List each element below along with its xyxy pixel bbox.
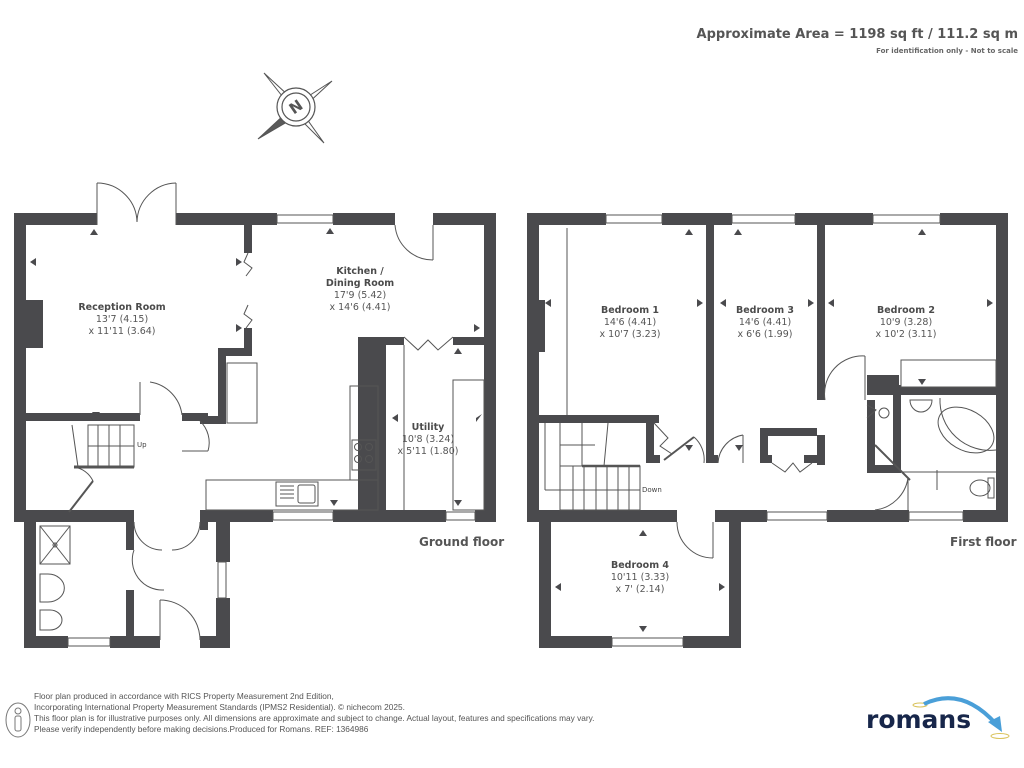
room-dimension-2: x 7' (2.14) — [615, 584, 665, 595]
room-label-kitchen-dining: Kitchen / Dining Room 17'9 (5.42) x 14'6… — [326, 266, 394, 314]
room-dimension-2: x 6'6 (1.99) — [737, 329, 793, 340]
disclaimer-line: Floor plan produced in accordance with R… — [34, 691, 334, 701]
disclaimer-line: This floor plan is for illustrative purp… — [34, 713, 595, 723]
room-name: Kitchen / — [336, 266, 384, 277]
stairs-up-label: Up — [137, 441, 147, 449]
ground-floor-label: Ground floor — [419, 535, 505, 549]
room-dimension-1: 10'11 (3.33) — [610, 572, 670, 583]
room-dimension-2: x 5'11 (1.80) — [397, 446, 459, 457]
room-dimension-2: x 10'7 (3.23) — [599, 329, 661, 340]
first-floor-arrows — [545, 229, 993, 632]
room-label-bedroom-2: Bedroom 2 10'9 (3.28) x 10'2 (3.11) — [876, 305, 937, 341]
not-to-scale-note: For identification only - Not to scale — [876, 47, 1018, 55]
room-name: Reception Room — [78, 302, 166, 313]
disclaimer-footer: Floor plan produced in accordance with R… — [34, 691, 594, 735]
north-compass-icon: N — [257, 72, 333, 144]
ground-floor-plan — [14, 213, 496, 648]
room-dimension-1: 14'6 (4.41) — [738, 317, 792, 328]
ground-floor-arrows — [30, 228, 482, 506]
room-name: Bedroom 2 — [876, 305, 936, 316]
first-floor-details — [544, 214, 997, 647]
first-floor-plan — [527, 213, 1008, 648]
room-name: Bedroom 3 — [735, 305, 795, 316]
room-name: Utility — [411, 422, 445, 433]
room-name-line2: Dining Room — [325, 278, 395, 289]
stairs-down-label: Down — [642, 486, 662, 494]
romans-logo: romans — [866, 705, 972, 734]
room-dimension-1: 17'9 (5.42) — [333, 290, 387, 301]
room-dimension-1: 14'6 (4.41) — [603, 317, 657, 328]
person-info-icon — [5, 702, 31, 738]
room-label-bedroom-1: Bedroom 1 14'6 (4.41) x 10'7 (3.23) — [600, 305, 661, 341]
room-dimension-2: x 11'11 (3.64) — [88, 326, 156, 337]
room-dimension-1: 10'8 (3.24) — [401, 434, 455, 445]
first-floor-label: First floor — [950, 535, 1017, 549]
room-label-bedroom-3: Bedroom 3 14'6 (4.41) x 6'6 (1.99) — [736, 305, 794, 341]
room-dimension-2: x 14'6 (4.41) — [329, 302, 391, 313]
room-label-bedroom-4: Bedroom 4 10'11 (3.33) x 7' (2.14) — [611, 560, 669, 596]
romans-logo-swoosh-icon — [912, 696, 1010, 739]
room-label-utility: Utility 10'8 (3.24) x 5'11 (1.80) — [398, 422, 459, 458]
room-dimension-1: 13'7 (4.15) — [95, 314, 149, 325]
room-name: Bedroom 4 — [610, 560, 670, 571]
room-name: Bedroom 1 — [600, 305, 660, 316]
room-label-reception: Reception Room 13'7 (4.15) x 11'11 (3.64… — [78, 302, 165, 338]
approximate-area-title: Approximate Area = 1198 sq ft / 111.2 sq… — [696, 27, 1018, 42]
disclaimer-line: Please verify independently before makin… — [34, 724, 369, 734]
room-dimension-1: 10'9 (3.28) — [879, 317, 933, 328]
ground-floor-details — [39, 182, 485, 647]
room-dimension-2: x 10'2 (3.11) — [875, 329, 937, 340]
disclaimer-line: Incorporating International Property Mea… — [34, 702, 405, 712]
